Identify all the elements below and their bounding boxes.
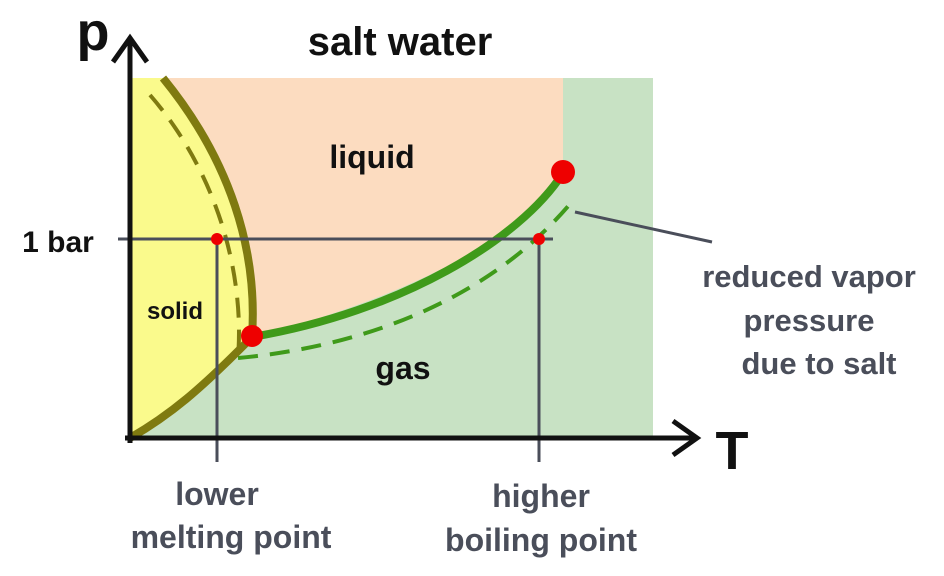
shifted-melting-curve (148, 93, 241, 359)
gas-label: gas (375, 350, 430, 386)
melting-annotation-line2: melting point (131, 519, 332, 555)
sublimation-curve (128, 334, 255, 442)
x-axis-label: T (716, 421, 749, 481)
melting-point-marker (211, 233, 223, 245)
melting-curve (159, 75, 257, 338)
boiling-annotation-line2: boiling point (445, 522, 637, 558)
y-axis-arrowhead (110, 33, 150, 64)
liquid-region (163, 78, 563, 337)
solid-label: solid (147, 298, 203, 325)
solid-region (130, 78, 253, 438)
y-axis-label: p (77, 2, 110, 62)
liquid-label: liquid (329, 139, 414, 175)
boiling-annotation-line1: higher (492, 478, 590, 514)
melting-annotation-line1: lower (175, 476, 259, 512)
vapor-annotation-line3: due to salt (741, 346, 896, 381)
vapor-annotation-line1: reduced vapor (702, 259, 916, 294)
triple-point (241, 325, 263, 347)
shifted-vapor-curve (237, 196, 577, 360)
vapor-callout-line (574, 210, 713, 244)
diagram-title: salt water (308, 20, 493, 64)
vapor-annotation-line2: pressure (744, 303, 875, 338)
pressure-tick-label: 1 bar (22, 226, 94, 259)
x-axis-arrowhead (671, 418, 702, 458)
boiling-point-marker (533, 233, 545, 245)
vapor-curve (251, 170, 567, 341)
critical-point (551, 160, 575, 184)
